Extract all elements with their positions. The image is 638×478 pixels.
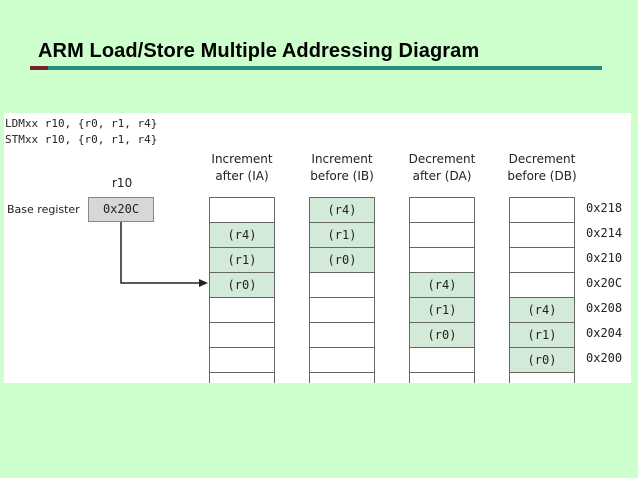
address-label: 0x208	[586, 301, 623, 315]
memory-cell	[409, 247, 475, 272]
slide-title: ARM Load/Store Multiple Addressing Diagr…	[38, 40, 480, 62]
memory-cell: (r1)	[209, 247, 275, 272]
memory-cell: (r4)	[209, 222, 275, 247]
memory-cell	[209, 347, 275, 372]
memory-cell: (r4)	[409, 272, 475, 297]
base-register-value: 0x20C	[88, 197, 154, 222]
memory-cell	[209, 297, 275, 322]
memory-cell: (r4)	[309, 197, 375, 222]
address-label: 0x204	[586, 326, 623, 340]
memory-cell	[409, 347, 475, 372]
memory-cell	[309, 347, 375, 372]
memory-cell: (r4)	[509, 297, 575, 322]
memory-cell	[209, 197, 275, 222]
base-register-label: Base register	[7, 203, 80, 216]
memory-cell-overflow	[209, 372, 275, 383]
address-label: 0x218	[586, 201, 623, 215]
memory-cell	[409, 222, 475, 247]
memory-cell: (r0)	[509, 347, 575, 372]
memory-cell: (r1)	[409, 297, 475, 322]
address-label: 0x214	[586, 226, 623, 240]
memory-cell: (r1)	[309, 222, 375, 247]
memory-cell	[509, 272, 575, 297]
memory-cell	[509, 247, 575, 272]
memory-cell	[509, 222, 575, 247]
memory-cell	[509, 197, 575, 222]
header-ia-line2: after (IA)	[215, 169, 269, 183]
header-da-line1: Decrement	[408, 152, 476, 166]
address-label: 0x20C	[586, 276, 623, 290]
title-underline-accent	[30, 66, 48, 70]
header-db-line2: before (DB)	[507, 169, 577, 183]
title-underline	[30, 66, 602, 70]
memory-cell: (r0)	[409, 322, 475, 347]
memory-cell	[209, 322, 275, 347]
memory-cell	[309, 297, 375, 322]
header-da: Decrement after (DA)	[392, 151, 492, 185]
header-db-line1: Decrement	[508, 152, 576, 166]
header-ia: Increment after (IA)	[192, 151, 292, 185]
header-da-line2: after (DA)	[412, 169, 472, 183]
memory-cell	[309, 272, 375, 297]
memory-cell-overflow	[409, 372, 475, 383]
memory-cell-overflow	[309, 372, 375, 383]
memory-cell: (r1)	[509, 322, 575, 347]
memory-cell	[309, 322, 375, 347]
header-ib-line1: Increment	[311, 152, 373, 166]
memory-cell-overflow	[509, 372, 575, 383]
register-name: r10	[112, 176, 133, 190]
memory-cell: (r0)	[209, 272, 275, 297]
header-ia-line1: Increment	[211, 152, 273, 166]
memory-cell: (r0)	[309, 247, 375, 272]
stm-instruction: STMxx r10, {r0, r1, r4}	[5, 133, 158, 146]
memory-cell	[409, 197, 475, 222]
header-ib: Increment before (IB)	[292, 151, 392, 185]
header-ib-line2: before (IB)	[310, 169, 374, 183]
address-label: 0x210	[586, 251, 623, 265]
pointer-arrow-head	[199, 279, 208, 287]
pointer-arrow-line	[120, 222, 200, 284]
header-db: Decrement before (DB)	[492, 151, 592, 185]
ldm-instruction: LDMxx r10, {r0, r1, r4}	[5, 117, 158, 130]
address-label: 0x200	[586, 351, 623, 365]
